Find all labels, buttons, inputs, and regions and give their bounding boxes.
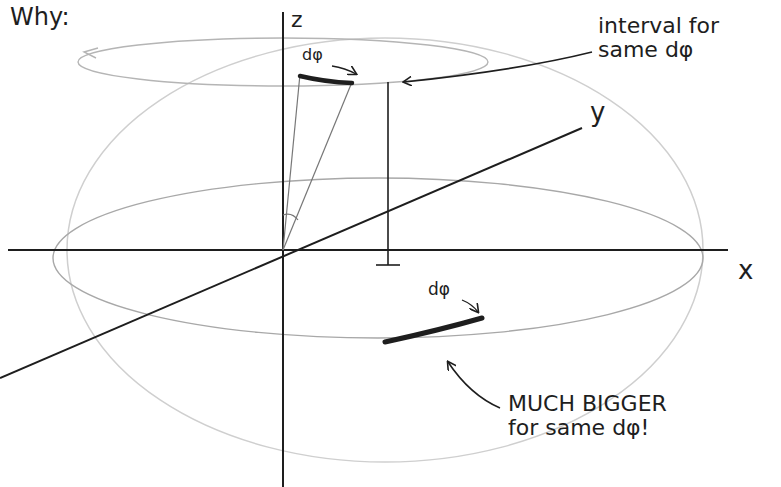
angle-label: dφ <box>302 46 323 64</box>
axis-label: x <box>738 256 753 285</box>
radius-line <box>283 82 352 250</box>
leader-line <box>448 362 500 408</box>
leader-line <box>404 52 592 82</box>
angle-arc <box>283 214 298 220</box>
axis-label: z <box>291 8 303 32</box>
radius-line <box>283 74 300 250</box>
small-interval <box>300 76 352 83</box>
heading-note: Why: <box>10 4 69 30</box>
dphi-arrow <box>462 300 478 312</box>
projection-line <box>387 82 389 265</box>
annotation-note: MUCH BIGGER for same dφ! <box>508 392 683 440</box>
angle-label: dφ <box>428 280 450 299</box>
axis-label: y <box>590 98 605 127</box>
x-axis <box>8 249 728 251</box>
annotation-note: interval for same dφ <box>598 14 768 62</box>
projection-tick <box>376 264 400 266</box>
big-interval <box>385 318 482 342</box>
dphi-arrow <box>332 66 356 74</box>
rotation-arrow <box>84 48 98 58</box>
